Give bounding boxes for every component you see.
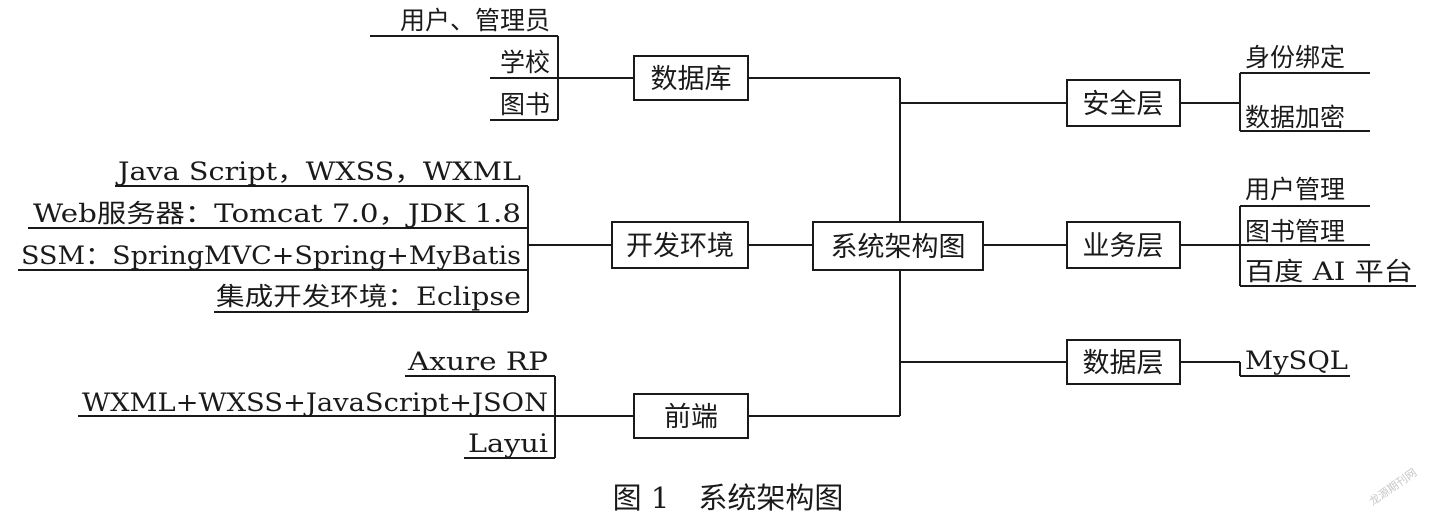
business-leaf: 百度 AI 平台 — [1245, 257, 1413, 286]
center-node: 系统架构图 — [812, 221, 984, 271]
business-leaves: 用户管理 图书管理 百度 AI 平台 — [1245, 175, 1413, 286]
frontend-leaves: Axure RP WXML+WXSS+JavaScript+JSON Layui — [82, 347, 548, 458]
devenv-leaf: Java Script，WXSS，WXML — [115, 157, 521, 186]
figure-caption: 图 1 系统架构图 — [613, 481, 844, 515]
center-node-label: 系统架构图 — [831, 232, 966, 263]
security-leaf: 数据加密 — [1245, 103, 1345, 132]
devenv-node-label: 开发环境 — [626, 231, 734, 262]
database-leaf: 学校 — [500, 48, 550, 77]
data-node-label: 数据层 — [1083, 348, 1164, 379]
security-leaf: 身份绑定 — [1245, 43, 1345, 72]
devenv-node: 开发环境 — [611, 221, 749, 269]
devenv-leaf: 集成开发环境：Eclipse — [216, 282, 521, 311]
business-leaf: 用户管理 — [1245, 175, 1345, 204]
business-node-label: 业务层 — [1083, 231, 1164, 262]
frontend-node-label: 前端 — [664, 402, 718, 433]
watermark: 龙源期刊网 — [1366, 465, 1419, 508]
data-leaf: MySQL — [1245, 346, 1348, 375]
security-leaves: 身份绑定 数据加密 — [1245, 43, 1345, 132]
frontend-leaf: WXML+WXSS+JavaScript+JSON — [82, 388, 548, 417]
security-node-label: 安全层 — [1083, 89, 1164, 120]
devenv-leaf: Web服务器：Tomcat 7.0，JDK 1.8 — [33, 199, 521, 228]
devenv-leaves: Java Script，WXSS，WXML Web服务器：Tomcat 7.0，… — [21, 157, 521, 311]
connector-lines — [18, 35, 1416, 459]
database-node: 数据库 — [633, 55, 749, 101]
database-leaves: 用户、管理员 学校 图书 — [400, 6, 550, 119]
business-node: 业务层 — [1066, 221, 1181, 269]
data-leaves: MySQL — [1245, 346, 1348, 375]
frontend-leaf: Axure RP — [407, 347, 548, 376]
frontend-leaf: Layui — [468, 429, 548, 458]
data-node: 数据层 — [1066, 339, 1181, 385]
database-leaf: 用户、管理员 — [400, 6, 550, 35]
security-node: 安全层 — [1066, 79, 1181, 127]
devenv-leaf: SSM：SpringMVC+Spring+MyBatis — [21, 241, 521, 270]
frontend-node: 前端 — [633, 393, 749, 439]
business-leaf: 图书管理 — [1245, 217, 1345, 246]
database-leaf: 图书 — [500, 90, 550, 119]
database-node-label: 数据库 — [651, 64, 732, 95]
